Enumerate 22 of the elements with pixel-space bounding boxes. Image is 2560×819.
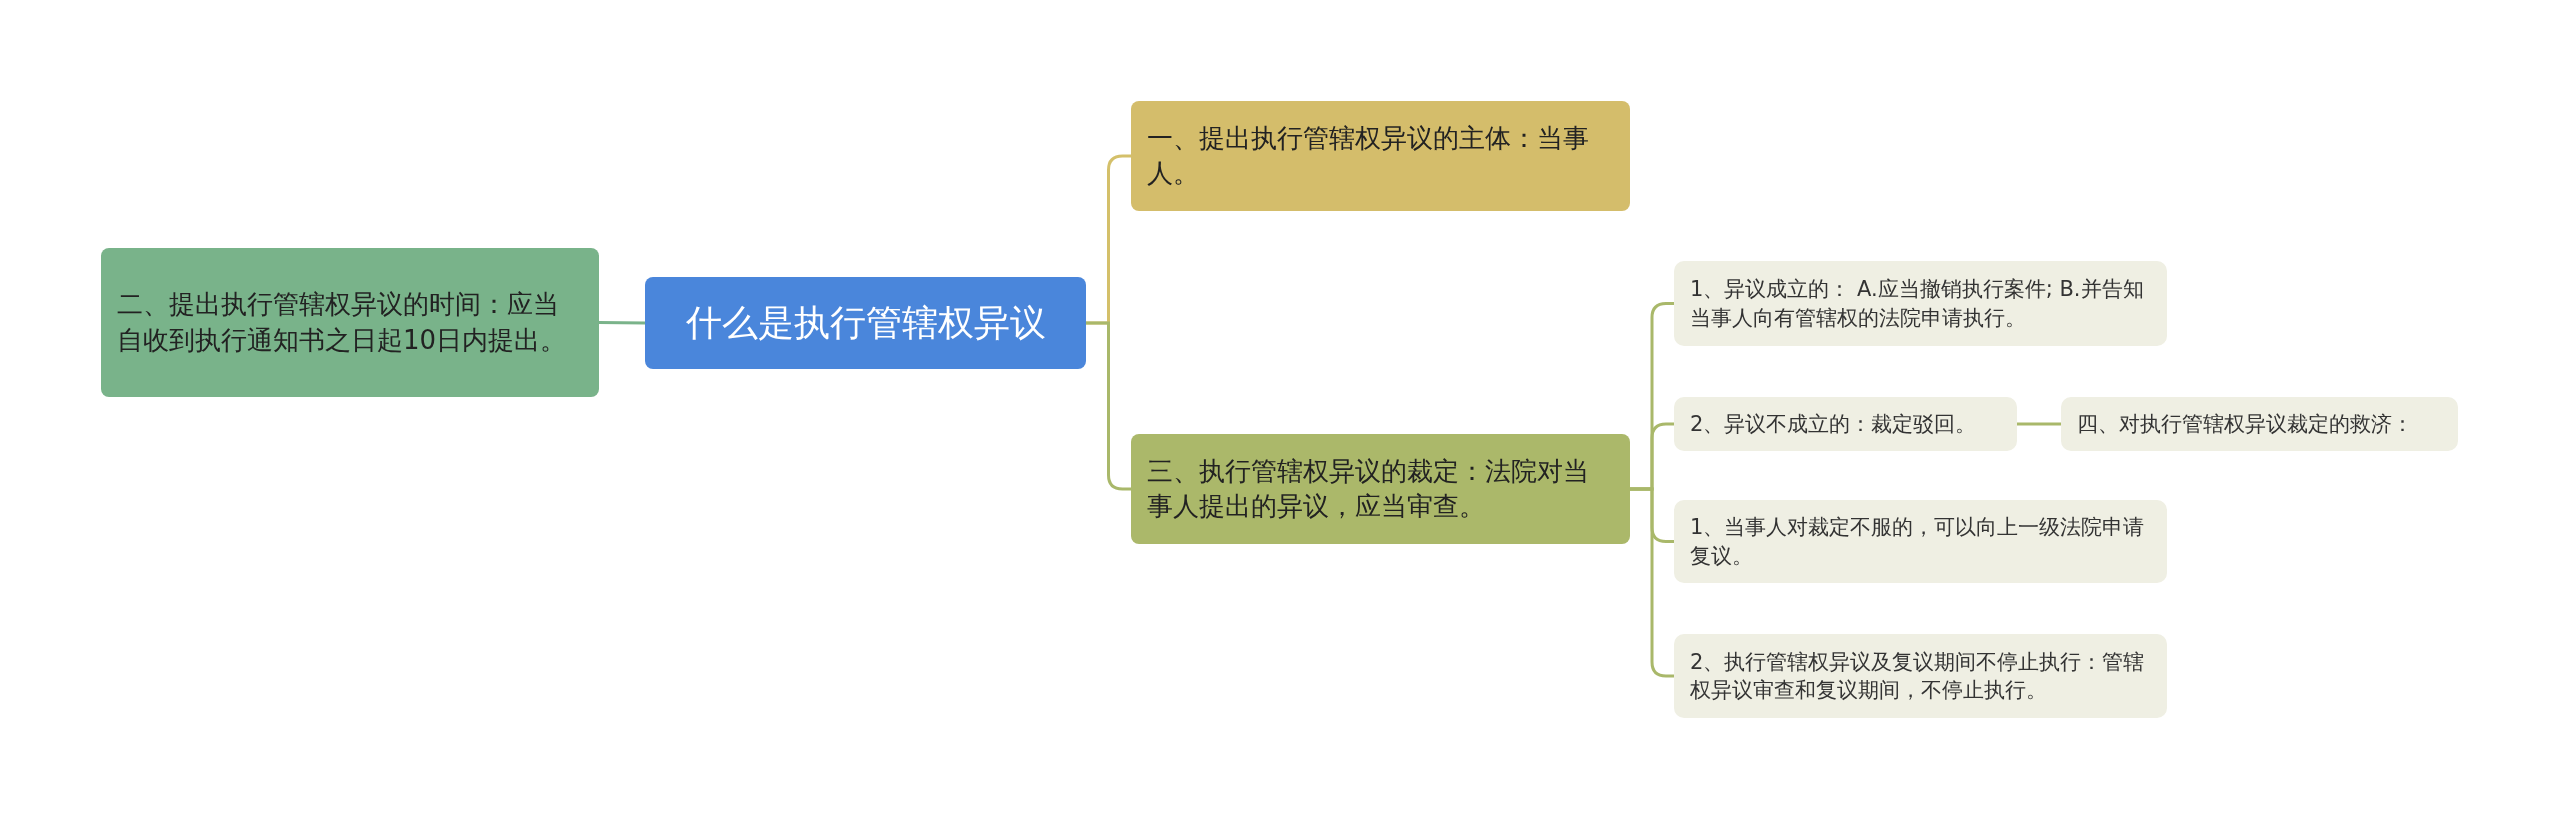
connector-line xyxy=(2017,422,2061,426)
node-text: 什么是执行管辖权异议 xyxy=(685,300,1046,345)
node-text: 1、异议成立的： A.应当撤销执行案件; B.并告知当事人向有管辖权的法院申请执行。 xyxy=(1690,276,2145,332)
branch-box xyxy=(1674,261,2167,346)
topic-box xyxy=(645,277,1086,369)
connector-line xyxy=(1086,321,1131,491)
branch-box xyxy=(1674,634,2167,718)
connector-line xyxy=(599,321,645,325)
branch-box xyxy=(1674,397,2017,451)
node-text: 1、当事人对裁定不服的，可以向上一级法院申请复议。 xyxy=(1690,514,2146,570)
branch-box xyxy=(101,248,599,397)
node-text: 三、执行管辖权异议的裁定：法院对当事人提出的异议，应当审查。 xyxy=(1147,454,1590,523)
node-text: 2、异议不成立的：裁定驳回。 xyxy=(1690,410,1977,438)
node-text: 2、执行管辖权异议及复议期间不停止执行：管辖权异议审查和复议期间，不停止执行。 xyxy=(1690,648,2146,704)
node-text: 一、提出执行管辖权异议的主体：当事人。 xyxy=(1147,121,1590,190)
node-text: 四、对执行管辖权异议裁定的救济： xyxy=(2077,410,2413,438)
branch-box xyxy=(1131,434,1630,544)
branch-box xyxy=(1131,101,1630,211)
branch-box xyxy=(1674,500,2167,583)
node-text: 二、提出执行管辖权异议的时间：应当自收到执行通知书之日起10日内提出。 xyxy=(117,288,568,357)
connector-line xyxy=(1630,487,1674,678)
branch-box xyxy=(2061,397,2458,451)
